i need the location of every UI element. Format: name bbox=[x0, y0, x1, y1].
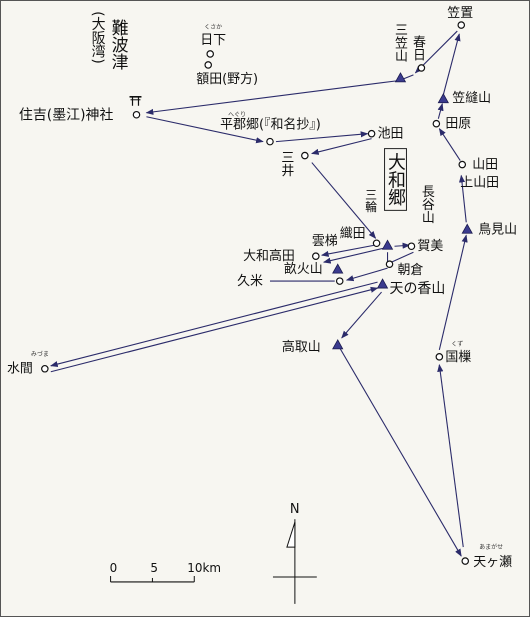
label-kasanui: 笠縫山 bbox=[452, 91, 491, 106]
mountain-triangle-icon bbox=[332, 263, 344, 274]
label-kusaka: 日下 bbox=[200, 33, 226, 48]
torii-icon bbox=[129, 96, 142, 106]
label-kasuga: 春日 bbox=[410, 35, 425, 61]
circle-marker-icon bbox=[41, 364, 49, 373]
north-arrow: N bbox=[272, 502, 317, 604]
label-torimi: 鳥見山 bbox=[478, 222, 517, 237]
circle-marker-icon bbox=[266, 137, 274, 146]
scale-bar: 0 5 10km bbox=[110, 561, 221, 583]
circle-marker-icon bbox=[417, 64, 426, 72]
label-oda: 織田 bbox=[340, 226, 366, 241]
label-kasaoki: 笠置 bbox=[447, 6, 473, 21]
north-label: N bbox=[290, 502, 300, 517]
circle-marker-icon bbox=[432, 119, 441, 128]
label-osaka-bay: (大阪湾) bbox=[90, 11, 106, 64]
circle-marker-icon bbox=[407, 242, 416, 251]
label-nukata: 額田(野方) bbox=[196, 71, 258, 87]
circle-marker-icon bbox=[301, 151, 309, 160]
label-sannai: 三井 bbox=[278, 151, 293, 178]
ruby-mizuma: みづま bbox=[31, 350, 49, 358]
mountain-triangle-icon bbox=[332, 339, 344, 350]
ruby-amagase: あまがせ bbox=[479, 543, 503, 551]
label-kagu: 天の香山 bbox=[390, 281, 446, 297]
label-unebi: 畝火山 bbox=[284, 262, 323, 277]
label-mizuma: 水間 bbox=[7, 362, 33, 377]
mountain-triangle-icon bbox=[376, 278, 389, 289]
circle-marker-icon bbox=[372, 239, 381, 248]
label-amagase: 天ヶ瀬 bbox=[473, 555, 512, 570]
label-yamada: 山田 bbox=[472, 158, 498, 173]
label-hasedani: 長谷山 bbox=[419, 184, 434, 223]
settlement-markers bbox=[41, 21, 470, 565]
label-unagi: 雲梯 bbox=[312, 234, 338, 249]
label-asakura: 朝倉 bbox=[397, 263, 423, 278]
map-labels: 難波津 (大阪湾) くさか 日下 額田(野方) 住吉(墨江)神社 へぐり 平郡郷… bbox=[7, 6, 517, 570]
label-yamato-go: 大和郷 bbox=[385, 152, 406, 206]
label-tawara: 田原 bbox=[445, 117, 471, 132]
circle-marker-icon bbox=[206, 50, 214, 58]
circle-marker-icon bbox=[367, 129, 376, 138]
scale-tick-0: 0 bbox=[110, 561, 118, 575]
label-mikasa: 三笠山 bbox=[392, 23, 407, 62]
label-kume: 久米 bbox=[237, 274, 263, 289]
ruby-hegurigo: へぐり bbox=[228, 112, 246, 119]
ruby-kuzu: くず bbox=[451, 340, 463, 348]
scale-tick-5: 5 bbox=[150, 561, 158, 575]
circle-marker-icon bbox=[335, 277, 344, 285]
yamato-go-frame bbox=[384, 148, 407, 211]
label-kamiyamada: 上山田 bbox=[460, 175, 499, 190]
label-yamato-takada: 大和高田 bbox=[243, 248, 295, 264]
label-hegurigo: 平郡郷(『和名抄』) bbox=[220, 117, 321, 133]
circle-marker-icon bbox=[435, 353, 444, 361]
circle-marker-icon bbox=[457, 21, 466, 29]
scale-tick-10: 10km bbox=[187, 561, 221, 575]
mountain-markers bbox=[332, 72, 473, 350]
label-kamo: 賀美 bbox=[417, 239, 443, 254]
mountain-triangle-icon bbox=[381, 239, 394, 250]
label-miwa: 三輪 bbox=[364, 188, 378, 212]
label-takatori: 高取山 bbox=[282, 339, 321, 355]
circle-marker-icon bbox=[312, 252, 320, 260]
ruby-kusaka: くさか bbox=[204, 24, 222, 31]
label-kuzu: 国樔 bbox=[445, 350, 471, 365]
label-sumiyoshi: 住吉(墨江)神社 bbox=[19, 108, 114, 124]
circle-marker-icon bbox=[458, 160, 467, 169]
mountain-triangle-icon bbox=[437, 92, 449, 104]
circle-marker-icon bbox=[132, 110, 141, 119]
circle-marker-icon bbox=[204, 61, 213, 69]
circle-marker-icon bbox=[461, 557, 470, 565]
label-naniwazu: 難波津 bbox=[109, 19, 129, 70]
circle-marker-icon bbox=[385, 260, 394, 268]
mountain-triangle-icon bbox=[394, 72, 407, 83]
label-ikeda: 池田 bbox=[378, 127, 404, 142]
north-arrow-icon bbox=[286, 522, 296, 548]
mountain-triangle-icon bbox=[461, 223, 473, 234]
